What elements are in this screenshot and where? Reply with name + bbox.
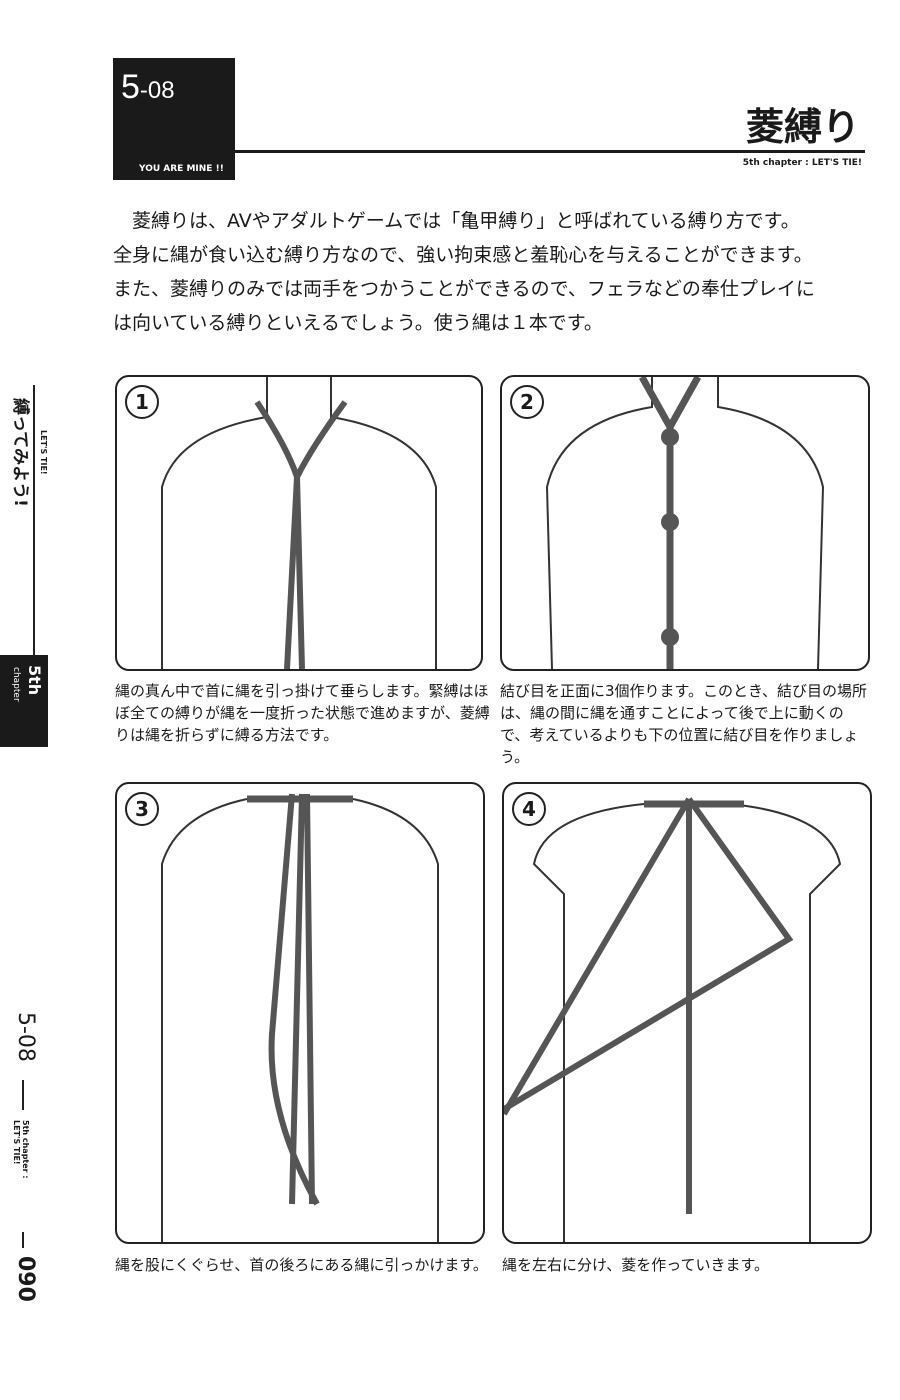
step-illustration-3: 3 [115, 782, 485, 1244]
figure-illustration [545, 377, 825, 669]
intro-line: また、菱縛りのみでは両手をつかうことができるので、フェラなどの奉仕プレイに [113, 278, 815, 300]
page-divider [22, 1232, 24, 1248]
step-number: 1 [125, 385, 159, 419]
step-number: 3 [125, 792, 159, 826]
intro-text: 菱縛りは、AVやアダルトゲームでは「亀甲縛り」と呼ばれている縛り方です。 全身に… [113, 204, 883, 340]
header-rule [235, 150, 865, 153]
page-title: 菱縛り [745, 105, 860, 149]
step-caption: 結び目を正面に3個作ります。このとき、結び目の場所は、縄の間に縄を通すことによっ… [500, 682, 867, 766]
chapter-label: 5th chapter : LET'S TIE! [742, 158, 862, 168]
sidebar-rule [33, 385, 35, 675]
chapter-tab-sub: chapter [11, 667, 21, 702]
footer-section: 5-08 [13, 1012, 38, 1062]
figure-illustration [161, 377, 437, 669]
figure-illustration [504, 797, 842, 1242]
step-illustration-2: 2 [500, 375, 870, 671]
intro-line: 全身に縄が食い込む縛り方なので、強い拘束感と羞恥心を与えることができます。 [113, 244, 813, 266]
step-caption: 縄を股にくぐらせ、首の後ろにある縄に引っかけます。 [115, 1256, 488, 1274]
section-number: 5 [121, 68, 140, 106]
step-caption: 縄の真ん中で首に縄を引っ掛けて垂らします。緊縛はほぼ全ての縛りが縄を一度折った状… [115, 682, 490, 744]
intro-line: は向いている縛りといえるでしょう。使う縄は１本です。 [113, 312, 603, 334]
section-badge: 5-08 YOU ARE MINE !! [113, 58, 235, 180]
footer-chapter: 5th chapter : LET'S TIE! [12, 1120, 30, 1179]
sidebar-chapter-title-en: LET'S TIE! [39, 430, 48, 475]
step-illustration-1: 1 [115, 375, 483, 671]
step-number: 2 [510, 385, 544, 419]
chapter-tab: 5th chapter [0, 655, 48, 747]
section-number-sub: -08 [139, 77, 175, 104]
chapter-tab-label: 5th [25, 665, 44, 696]
tagline: YOU ARE MINE !! [139, 164, 224, 174]
figure-illustration [161, 793, 439, 1242]
footer-divider [22, 1080, 24, 1110]
sidebar-chapter-title: 縛ってみよう! [10, 398, 30, 507]
step-illustration-4: 4 [502, 782, 872, 1244]
step-caption: 縄を左右に分け、菱を作っていきます。 [502, 1256, 770, 1274]
page-number: 090 [13, 1256, 38, 1302]
step-number: 4 [512, 792, 546, 826]
intro-line: 菱縛りは、AVやアダルトゲームでは「亀甲縛り」と呼ばれている縛り方です。 [132, 210, 800, 232]
